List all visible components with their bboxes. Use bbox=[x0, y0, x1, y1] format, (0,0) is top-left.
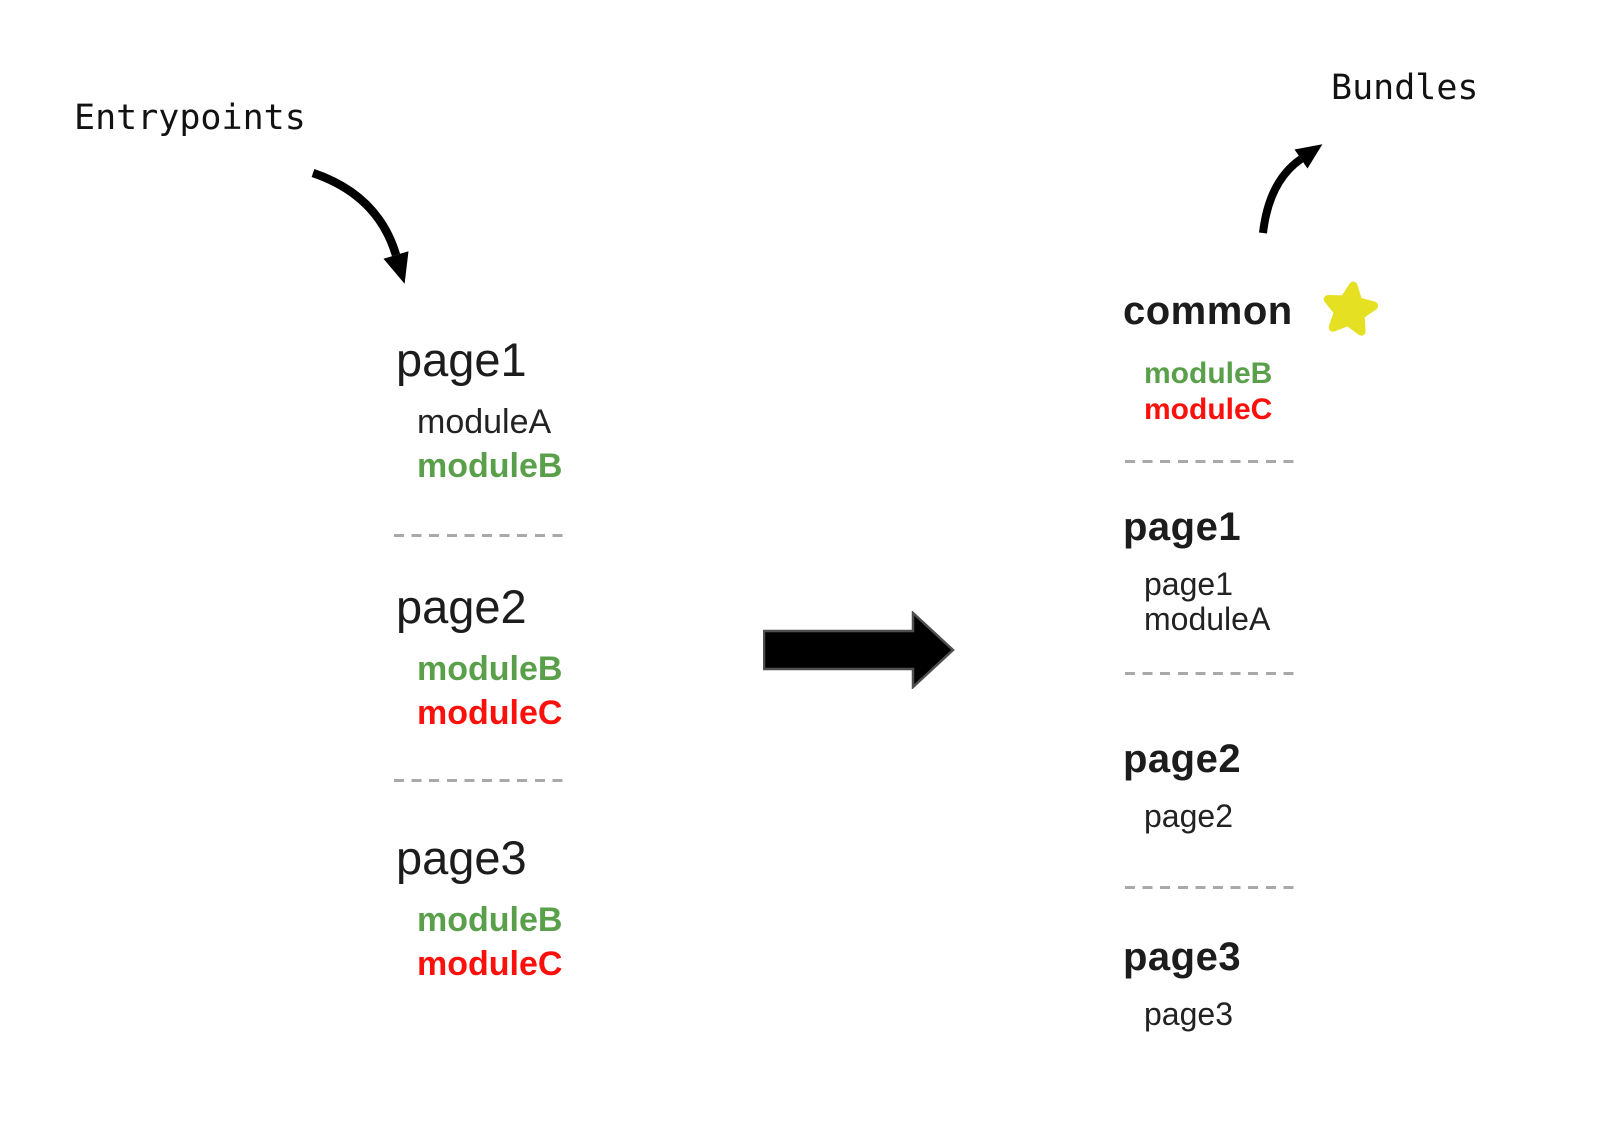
entry-module-list: moduleB moduleC bbox=[417, 647, 562, 735]
module-item: moduleB bbox=[417, 901, 563, 939]
module-item: moduleC bbox=[417, 945, 563, 983]
entry-divider bbox=[394, 534, 570, 537]
entry-group-title: page1 bbox=[396, 333, 527, 386]
module-item: moduleC bbox=[417, 694, 563, 732]
entry-group-page1: page1 moduleA moduleB bbox=[396, 333, 562, 488]
bundles-curved-arrow-icon bbox=[1259, 144, 1323, 234]
bundle-divider bbox=[1125, 886, 1301, 889]
module-item: moduleB bbox=[417, 650, 563, 688]
bundle-group-page2: page2 page2 bbox=[1123, 735, 1241, 834]
module-item: page1 bbox=[1144, 566, 1233, 602]
module-item: page2 bbox=[1144, 798, 1233, 834]
transform-arrow-icon bbox=[763, 611, 955, 689]
bundle-group-title: page1 bbox=[1123, 505, 1242, 549]
entry-group-page3: page3 moduleB moduleC bbox=[396, 831, 562, 986]
entrypoints-curved-arrow-icon bbox=[311, 168, 409, 284]
bundle-divider bbox=[1125, 460, 1301, 463]
bundle-group-title: page3 bbox=[1123, 935, 1242, 979]
entry-module-list: moduleA moduleB bbox=[417, 400, 562, 488]
bundle-module-list: page1 moduleA bbox=[1144, 567, 1270, 637]
module-item: page3 bbox=[1144, 996, 1233, 1032]
bundle-divider bbox=[1125, 672, 1301, 675]
entrypoints-label: Entrypoints bbox=[74, 98, 306, 138]
bundle-group-page1: page1 page1 moduleA bbox=[1123, 503, 1270, 637]
module-item: moduleA bbox=[417, 403, 552, 441]
entry-divider bbox=[394, 779, 570, 782]
bundle-group-common: common moduleB moduleC bbox=[1123, 281, 1381, 428]
bundle-title-row: common bbox=[1123, 281, 1381, 340]
entry-group-page2: page2 moduleB moduleC bbox=[396, 580, 562, 735]
entry-module-list: moduleB moduleC bbox=[417, 898, 562, 986]
bundle-module-list: page2 bbox=[1144, 799, 1241, 834]
star-icon bbox=[1323, 281, 1378, 336]
module-item: moduleB bbox=[1144, 357, 1273, 390]
bundles-label: Bundles bbox=[1331, 68, 1479, 108]
bundle-group-title: page2 bbox=[1123, 737, 1242, 781]
bundle-group-page3: page3 page3 bbox=[1123, 933, 1241, 1032]
module-item: moduleB bbox=[417, 447, 563, 485]
bundle-group-title: common bbox=[1123, 289, 1293, 333]
module-item: moduleC bbox=[1144, 393, 1273, 426]
module-item: moduleA bbox=[1144, 601, 1271, 637]
bundle-module-list: page3 bbox=[1144, 997, 1241, 1032]
entry-group-title: page3 bbox=[396, 831, 527, 884]
entry-group-title: page2 bbox=[396, 580, 527, 633]
bundle-module-list: moduleB moduleC bbox=[1144, 356, 1381, 428]
